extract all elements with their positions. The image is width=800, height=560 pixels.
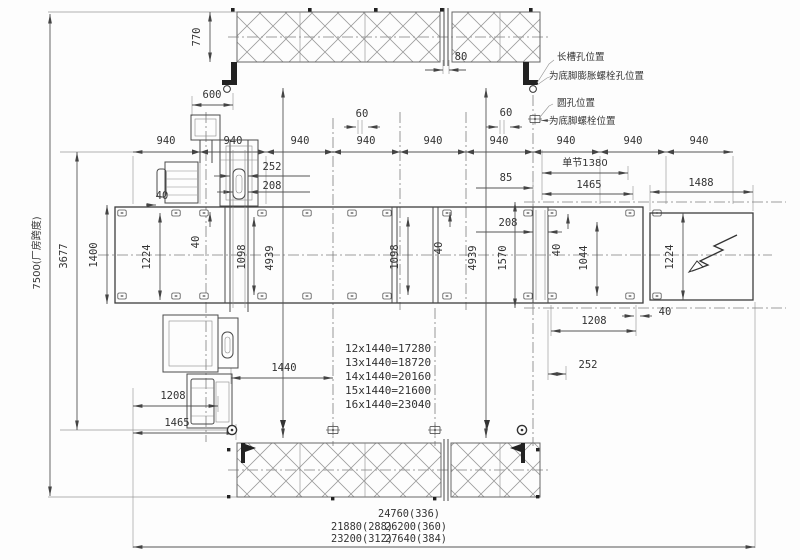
total-360: 26200(360) xyxy=(385,521,447,533)
dim-1208-left: 1208 xyxy=(160,390,185,402)
hole-position-notes: 长槽孔位置 为底脚膨胀螺栓孔位置 圆孔位置 为底脚螺栓位置 xyxy=(536,51,644,127)
left-foot-bracket xyxy=(222,62,237,93)
formula-12: 12x1440=17280 xyxy=(345,342,431,355)
dim-1044: 1044 xyxy=(578,245,590,270)
dim-1224-left: 1224 xyxy=(141,244,153,269)
dim-600: 600 xyxy=(203,89,222,101)
bottom-dimensions: 1440 1208 1465 1208 40 252 xyxy=(133,306,672,435)
dim-unit-1380: 单节1380 xyxy=(562,157,607,169)
top-truss-strip xyxy=(222,8,543,125)
dim-1098-b: 1098 xyxy=(389,244,401,269)
dim-1208-right: 1208 xyxy=(581,315,606,327)
dim-940-8: 940 xyxy=(624,135,643,147)
dim-940-5: 940 xyxy=(424,135,443,147)
dim-4939-a: 4939 xyxy=(264,245,276,270)
dim-1570: 1570 xyxy=(497,245,509,270)
dim-1465-top: 1465 xyxy=(576,179,601,191)
dim-1224-right: 1224 xyxy=(664,244,676,269)
note-slot-hole: 长槽孔位置 xyxy=(557,51,605,63)
dim-7500-overall: 7500(厂房跨度) xyxy=(30,216,43,289)
dim-940-3: 940 xyxy=(291,135,310,147)
right-foot-bracket xyxy=(523,62,538,93)
dim-1465-bottom: 1465 xyxy=(164,417,189,429)
support-feet-row xyxy=(226,420,528,436)
corner-dots-bottom xyxy=(227,448,540,501)
note-round-hole: 圆孔位置 xyxy=(557,97,595,109)
drive-unit-bottom xyxy=(162,314,239,429)
dim-1098-a: 1098 xyxy=(236,244,248,269)
dim-940-7: 940 xyxy=(557,135,576,147)
dim-940-1: 940 xyxy=(157,135,176,147)
overall-length-totals: 24760(336) 21880(288) 26200(360) 23200(3… xyxy=(133,508,755,549)
anchor-pad-icon xyxy=(527,113,543,125)
dim-940-2: 940 xyxy=(224,135,243,147)
dim-208-left: 208 xyxy=(263,180,282,192)
dim-40-b: 40 xyxy=(433,242,445,255)
dim-940-9: 940 xyxy=(690,135,709,147)
total-384: 27640(384) xyxy=(385,533,447,545)
dim-940-6: 940 xyxy=(490,135,509,147)
dim-80: 80 xyxy=(455,51,468,63)
drive-unit-top xyxy=(156,114,259,207)
conveyor-body xyxy=(114,140,754,312)
total-288: 21880(288) xyxy=(331,521,393,533)
module-length-table: 12x1440=17280 13x1440=18720 14x1440=2016… xyxy=(345,342,431,411)
note-expansion-bolt: 为底脚膨胀螺栓孔位置 xyxy=(549,70,644,82)
bottom-truss-strip xyxy=(227,439,541,501)
dim-770: 770 xyxy=(191,28,203,47)
dim-4939-b: 4939 xyxy=(467,245,479,270)
formula-14: 14x1440=20160 xyxy=(345,370,431,383)
top-dimensions: 770 80 600 940 940 940 940 940 940 940 9… xyxy=(133,12,753,238)
total-336: 24760(336) xyxy=(378,508,440,520)
formula-16: 16x1440=23040 xyxy=(345,398,431,411)
flow-direction-icon xyxy=(687,234,738,274)
corner-dots xyxy=(231,8,533,12)
dim-252-right: 252 xyxy=(579,359,598,371)
dim-40-c: 40 xyxy=(551,244,563,257)
dim-252-left: 252 xyxy=(263,161,282,173)
dim-40-right: 40 xyxy=(659,306,672,318)
formula-13: 13x1440=18720 xyxy=(345,356,431,369)
dim-40-a: 40 xyxy=(190,236,202,249)
dim-208-right: 208 xyxy=(499,217,518,229)
dim-3677: 3677 xyxy=(58,243,70,268)
dim-60-left: 60 xyxy=(356,108,369,120)
dim-60-right: 60 xyxy=(500,107,513,119)
note-foot-bolt: 为底脚螺栓位置 xyxy=(549,115,616,127)
dim-1400: 1400 xyxy=(88,242,100,267)
end-flags xyxy=(241,443,525,463)
dim-1488: 1488 xyxy=(688,177,713,189)
formula-15: 15x1440=21600 xyxy=(345,384,431,397)
total-312: 23200(312) xyxy=(331,533,393,545)
dim-85: 85 xyxy=(500,172,513,184)
left-dimensions: 7500(厂房跨度) 3677 1400 xyxy=(30,14,109,496)
dim-940-4: 940 xyxy=(357,135,376,147)
dim-1440: 1440 xyxy=(271,362,296,374)
